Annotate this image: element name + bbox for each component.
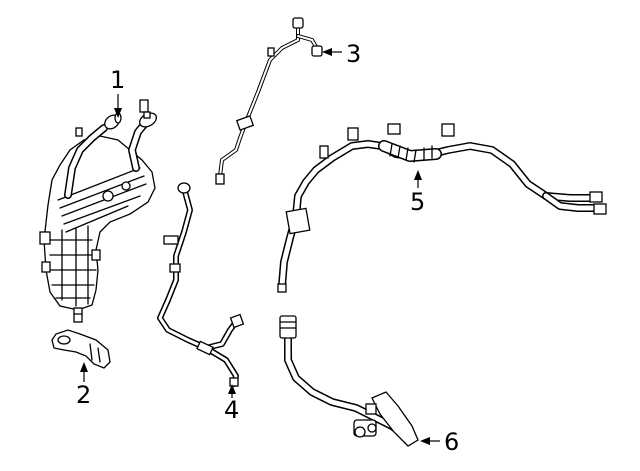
callout-3-label: 3 [346,40,361,68]
callout-3: 3 [322,40,361,68]
callout-1: 1 [110,66,125,118]
part-4-line [157,182,245,387]
callout-6: 6 [420,428,459,456]
callout-6-label: 6 [444,428,459,456]
callout-1-label: 1 [110,66,125,94]
callout-2: 2 [76,362,91,409]
callout-4: 4 [224,384,239,424]
part-5-hose [277,123,607,293]
part-2-bracket [51,329,111,369]
callout-5-label: 5 [410,188,425,216]
part-6-hose [279,315,419,447]
part-1-cooler-assembly [39,99,158,323]
part-3-thin-line [215,17,323,185]
callout-2-label: 2 [76,381,91,409]
callout-4-label: 4 [224,396,239,424]
callout-5: 5 [410,170,425,216]
